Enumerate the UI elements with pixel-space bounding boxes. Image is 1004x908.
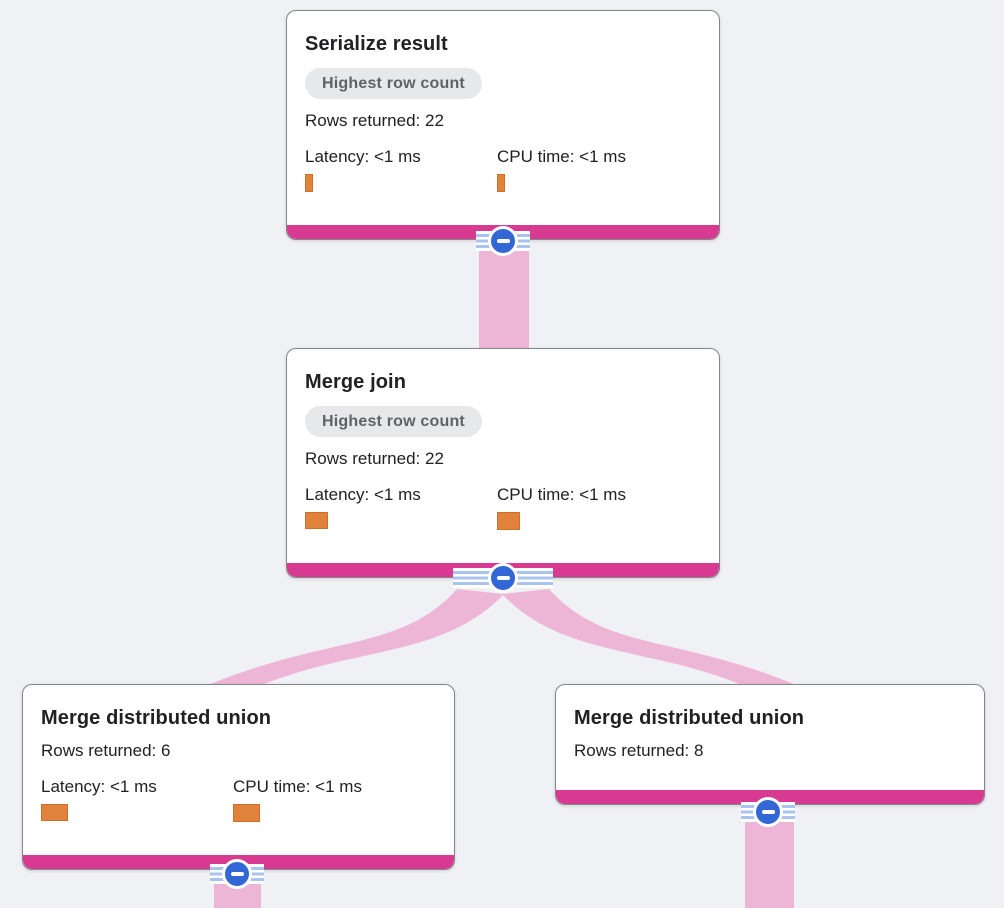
collapse-circle[interactable] <box>753 797 783 827</box>
rows-returned-text: Rows returned: 22 <box>305 111 444 130</box>
plan-node-serialize-result[interactable]: Serialize result Highest row count Rows … <box>286 10 720 240</box>
plan-node-merge-distributed-union-left[interactable]: Merge distributed union Rows returned: 6… <box>22 684 455 870</box>
node-title: Merge distributed union <box>41 707 272 729</box>
latency-metric: Latency: <1 ms <box>305 484 497 530</box>
cpu-time-label: CPU time: <1 ms <box>497 147 626 166</box>
collapse-button-merge-join[interactable] <box>453 563 553 593</box>
collapse-circle[interactable] <box>222 859 252 889</box>
node-title: Merge distributed union <box>574 707 805 729</box>
cpu-time-metric: CPU time: <1 ms <box>497 146 689 192</box>
minus-icon <box>761 810 775 814</box>
latency-label: Latency: <1 ms <box>305 485 421 504</box>
node-title: Merge join <box>305 371 407 393</box>
cpu-time-bar <box>233 804 260 822</box>
latency-label: Latency: <1 ms <box>41 777 157 796</box>
edge-mergejoin-to-left-union <box>203 589 504 687</box>
minus-icon <box>496 576 510 580</box>
minus-icon <box>496 239 510 243</box>
collapse-button-left-union[interactable] <box>210 859 264 889</box>
collapse-button-right-union[interactable] <box>741 797 795 827</box>
edge-serialize-to-mergejoin <box>479 240 529 352</box>
cpu-time-metric: CPU time: <1 ms <box>497 484 689 530</box>
rows-returned-text: Rows returned: 22 <box>305 449 444 468</box>
latency-bar <box>305 512 328 529</box>
cpu-time-bar <box>497 174 505 192</box>
cpu-time-label: CPU time: <1 ms <box>497 485 626 504</box>
rows-returned-text: Rows returned: 8 <box>574 741 704 760</box>
node-title: Serialize result <box>305 33 448 55</box>
plan-node-merge-join[interactable]: Merge join Highest row count Rows return… <box>286 348 720 578</box>
metrics-row: Latency: <1 ms CPU time: <1 ms <box>41 776 436 822</box>
collapse-circle[interactable] <box>488 226 518 256</box>
cpu-time-label: CPU time: <1 ms <box>233 777 362 796</box>
minus-icon <box>230 872 244 876</box>
latency-bar <box>41 804 68 821</box>
highest-row-count-badge: Highest row count <box>305 68 482 99</box>
cpu-time-metric: CPU time: <1 ms <box>233 776 425 822</box>
edge-mergejoin-to-right-union <box>502 589 801 687</box>
latency-bar <box>305 174 313 192</box>
metrics-row: Latency: <1 ms CPU time: <1 ms <box>305 146 701 192</box>
cpu-time-bar <box>497 512 520 530</box>
latency-label: Latency: <1 ms <box>305 147 421 166</box>
rows-returned-text: Rows returned: 6 <box>41 741 171 760</box>
collapse-button-serialize-result[interactable] <box>476 226 530 256</box>
collapse-circle[interactable] <box>488 563 518 593</box>
plan-node-merge-distributed-union-right[interactable]: Merge distributed union Rows returned: 8 <box>555 684 985 805</box>
metrics-row: Latency: <1 ms CPU time: <1 ms <box>305 484 701 530</box>
highest-row-count-badge: Highest row count <box>305 406 482 437</box>
latency-metric: Latency: <1 ms <box>41 776 233 822</box>
latency-metric: Latency: <1 ms <box>305 146 497 192</box>
edge-right-union-to-child <box>745 812 794 908</box>
